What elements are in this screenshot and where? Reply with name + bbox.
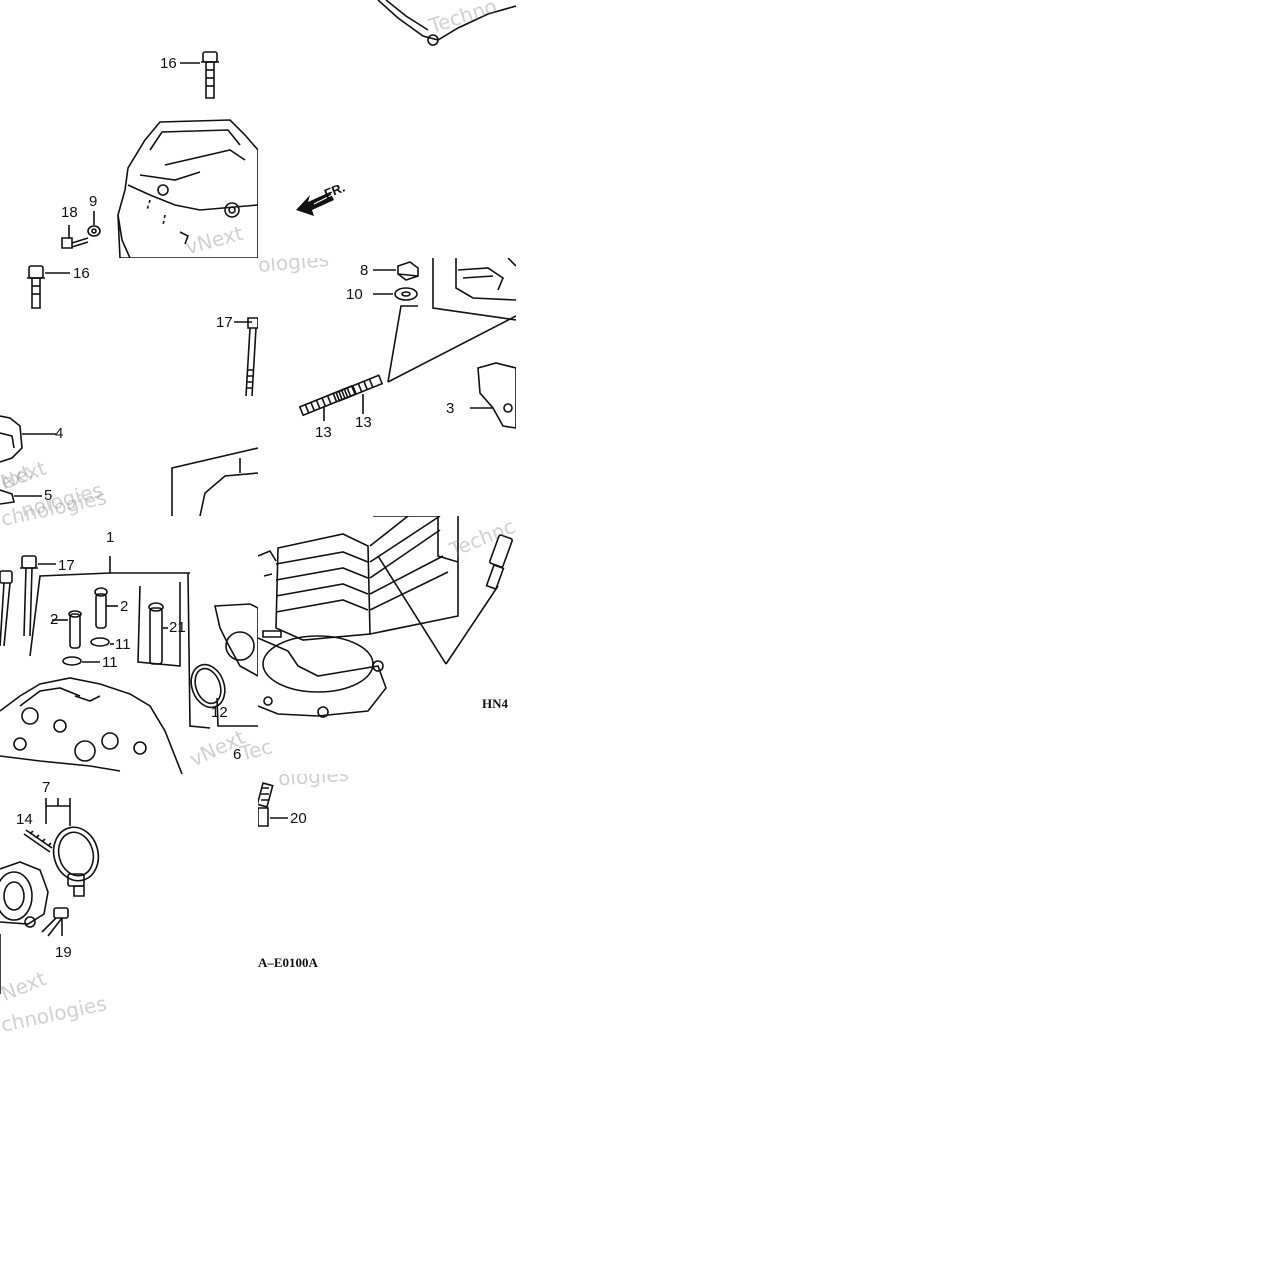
- drawing-code-hn: HN4: [482, 696, 508, 711]
- tile-cylinder-head: 1 17 2 2 21 11 11 12 6 vNext: [0, 516, 258, 774]
- tile-studs: 8 10 13 13 3 ologies: [258, 258, 516, 516]
- tile-cylinder: HN4 Technc: [258, 516, 516, 774]
- callout-11-right: 11: [115, 636, 131, 653]
- tile-spark-plug: 20 A–E0100A ologies: [258, 774, 516, 1032]
- callout-10: 10: [346, 286, 363, 303]
- callout-16-top: 16: [160, 55, 177, 72]
- tile-front-arrow: FR. Techno: [258, 0, 516, 258]
- tile-valve-cover: 16 18 9 vNext: [0, 0, 258, 258]
- callout-13-left: 13: [315, 424, 332, 441]
- callout-14: 14: [16, 811, 33, 828]
- callout-21: 21: [169, 619, 186, 636]
- callout-2-right: 2: [120, 598, 129, 615]
- cam-holder-drawing: [0, 258, 258, 516]
- spark-plug-drawing: [258, 774, 516, 1032]
- callout-2-left: 2: [50, 611, 59, 628]
- callout-13-right: 13: [355, 414, 372, 431]
- callout-17-top: 17: [216, 314, 233, 331]
- studs-drawing: [258, 258, 516, 516]
- front-arrow-icon: [296, 192, 334, 216]
- callout-19: 19: [55, 944, 72, 961]
- callout-6: 6: [233, 746, 242, 763]
- cylinder-drawing: [258, 516, 516, 774]
- callout-1: 1: [106, 529, 115, 546]
- callout-12: 12: [211, 704, 228, 721]
- callout-16-mid: 16: [73, 265, 90, 282]
- callout-8: 8: [360, 262, 369, 279]
- callout-17-bottom: 17: [58, 557, 75, 574]
- callout-20: 20: [290, 810, 307, 827]
- callout-9: 9: [89, 193, 98, 210]
- callout-11-left: 11: [102, 654, 118, 671]
- tile-intake: 7 14 19 Next chnologies: [0, 774, 258, 1032]
- callout-3: 3: [446, 400, 455, 417]
- front-arrow-drawing: [296, 0, 516, 216]
- drawing-code-ref: A–E0100A: [258, 955, 318, 970]
- callout-4: 4: [55, 425, 64, 442]
- intake-drawing: [0, 774, 258, 1032]
- callout-5: 5: [44, 487, 53, 504]
- callout-7: 7: [42, 779, 51, 796]
- cylinder-head-drawing: [0, 516, 258, 774]
- tile-cam-holder: 16 17 4 5 Next nologies: [0, 258, 258, 516]
- callout-18: 18: [61, 204, 78, 221]
- valve-cover-drawing: [0, 0, 258, 258]
